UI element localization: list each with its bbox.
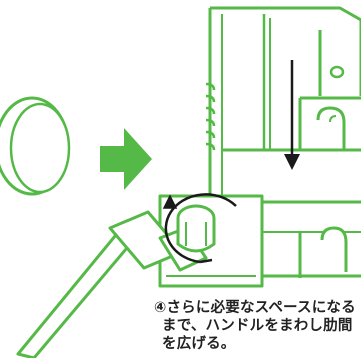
caption-step-4-line-3: を広げる。 [162,336,236,352]
grip-ridges [205,82,216,151]
down-arrow-icon [284,60,300,170]
caption-step-4-line-1: ④さらに必要なスペースになる [154,300,356,316]
round-disc-icon [0,96,71,196]
retractor-upper-frame [208,6,361,220]
right-arrow-icon [100,128,152,190]
rotating-knob [176,204,216,253]
caption-step-4-line-2: まで、ハンドルをまわし肋間 [162,318,353,334]
rotate-counterclockwise-icon [162,193,237,264]
